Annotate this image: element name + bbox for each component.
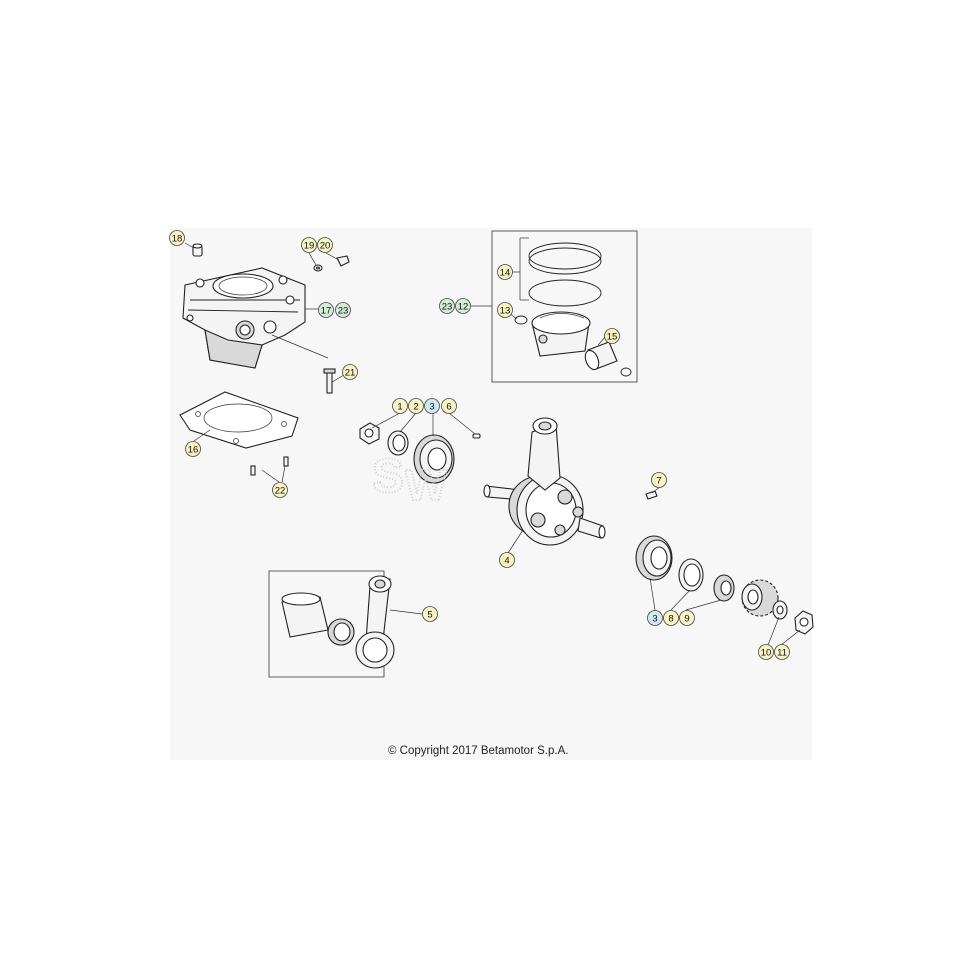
svg-text:3: 3 xyxy=(429,402,434,413)
svg-text:21: 21 xyxy=(345,368,356,379)
callout-16[interactable]: 16 xyxy=(185,441,201,457)
callout-10[interactable]: 10 xyxy=(758,644,774,660)
svg-text:11: 11 xyxy=(777,648,787,659)
callout-19[interactable]: 19 xyxy=(301,237,317,253)
piston-rings xyxy=(519,237,602,307)
callout-18[interactable]: 18 xyxy=(169,230,185,246)
svg-text:6: 6 xyxy=(446,402,451,413)
svg-text:14: 14 xyxy=(500,268,511,279)
callout-5[interactable]: 5 xyxy=(422,606,438,622)
watermark: S W xyxy=(371,449,448,511)
svg-text:2: 2 xyxy=(413,402,418,413)
key-part-7 xyxy=(645,490,658,500)
svg-text:4: 4 xyxy=(504,556,509,567)
svg-text:15: 15 xyxy=(607,332,618,343)
cylinder xyxy=(182,267,306,369)
svg-text:S: S xyxy=(372,450,404,503)
callout-14[interactable]: 14 xyxy=(497,264,513,280)
callout-4[interactable]: 4 xyxy=(499,552,515,568)
svg-text:7: 7 xyxy=(656,476,661,487)
bearing-part-3 xyxy=(413,434,455,484)
svg-text:10: 10 xyxy=(761,648,772,659)
copyright-text: © Copyright 2017 Betamotor S.p.A. xyxy=(388,745,569,757)
svg-text:17: 17 xyxy=(321,306,332,317)
svg-text:23: 23 xyxy=(338,306,349,317)
seal-part-8 xyxy=(678,558,704,592)
callout-20[interactable]: 20 xyxy=(317,237,333,253)
callout-17[interactable]: 17 xyxy=(318,302,334,318)
svg-text:5: 5 xyxy=(427,610,432,621)
svg-text:23: 23 xyxy=(442,302,453,313)
seal-part-2 xyxy=(387,430,409,456)
cylinder-gasket xyxy=(179,391,299,449)
gear xyxy=(741,579,779,617)
svg-text:8: 8 xyxy=(668,614,673,625)
crankshaft xyxy=(483,417,606,546)
callout-21[interactable]: 21 xyxy=(342,364,358,380)
svg-text:19: 19 xyxy=(304,241,315,252)
callout-6[interactable]: 6 xyxy=(441,398,457,414)
washer-part-10 xyxy=(772,600,788,620)
svg-text:3: 3 xyxy=(652,614,657,625)
plug-part-18 xyxy=(192,243,203,257)
callouts: 18 19 20 17 23 21 16 22 23 12 14 13 15 1… xyxy=(169,230,790,660)
nut-part-11 xyxy=(794,610,814,635)
conrod-group-box xyxy=(268,570,385,678)
piston-pin xyxy=(584,341,618,371)
callout-8[interactable]: 8 xyxy=(663,610,679,626)
washer-part-19 xyxy=(313,264,323,272)
callout-12[interactable]: 12 xyxy=(455,298,471,314)
piston-circlip xyxy=(514,315,632,377)
piston-group-box xyxy=(491,230,638,383)
conrod-kit xyxy=(281,575,395,669)
svg-text:20: 20 xyxy=(320,241,331,252)
callout-23-cylinder[interactable]: 23 xyxy=(335,302,351,318)
nut-part-1 xyxy=(359,422,380,445)
callout-1[interactable]: 1 xyxy=(392,398,408,414)
svg-text:12: 12 xyxy=(458,302,469,313)
svg-text:13: 13 xyxy=(500,306,511,317)
callout-23-piston[interactable]: 23 xyxy=(439,298,455,314)
callout-3-right[interactable]: 3 xyxy=(647,610,663,626)
leader-lines xyxy=(184,242,801,646)
callout-15[interactable]: 15 xyxy=(604,328,620,344)
piston xyxy=(531,311,591,357)
bearing-part-3-right xyxy=(635,535,673,581)
callout-13[interactable]: 13 xyxy=(497,302,513,318)
callout-22[interactable]: 22 xyxy=(272,482,288,498)
callout-3-left[interactable]: 3 xyxy=(424,398,440,414)
key-part-6 xyxy=(472,433,481,439)
svg-text:18: 18 xyxy=(172,234,183,245)
svg-text:W: W xyxy=(405,461,447,510)
dowel-pins xyxy=(250,456,289,476)
svg-text:16: 16 xyxy=(188,445,199,456)
callout-2[interactable]: 2 xyxy=(408,398,424,414)
screw-part-20 xyxy=(336,255,350,267)
callout-11[interactable]: 11 xyxy=(774,644,790,660)
callout-9[interactable]: 9 xyxy=(679,610,695,626)
svg-text:22: 22 xyxy=(275,486,286,497)
callout-7[interactable]: 7 xyxy=(651,472,667,488)
spacer-part-9 xyxy=(713,574,735,602)
svg-text:9: 9 xyxy=(684,614,689,625)
svg-text:1: 1 xyxy=(397,402,402,413)
